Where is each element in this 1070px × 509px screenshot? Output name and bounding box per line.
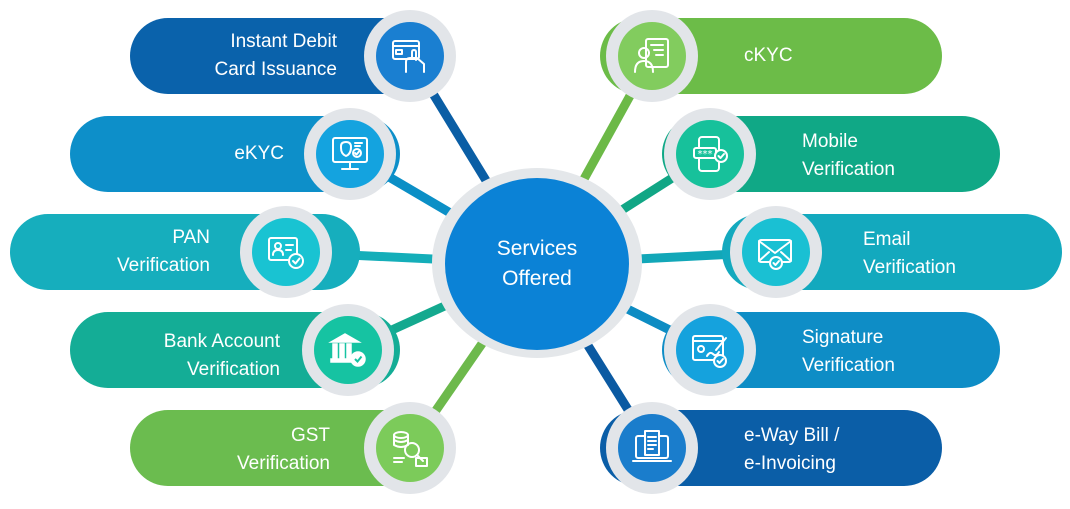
label-email-verification: Email Verification — [863, 229, 956, 278]
disc-signature-verification — [676, 316, 744, 384]
gst-document-icon — [393, 431, 428, 467]
disc-eway-bill — [618, 414, 686, 482]
label-mobile-verification: Mobile Verification — [802, 131, 895, 180]
ckyc-person-icon — [634, 38, 669, 73]
label-ekyc: eKYC — [234, 143, 284, 164]
debit-card-icon — [392, 40, 425, 73]
label-signature-verification: Signature Verification — [802, 327, 895, 376]
bank-icon — [328, 333, 366, 367]
label-instant-debit-card: Instant Debit Card Issuance — [214, 31, 337, 80]
disc-ekyc — [316, 120, 384, 188]
disc-email-verification — [742, 218, 810, 286]
disc-bank-account-verification — [314, 316, 382, 384]
mobile-verification-icon: *** — [693, 136, 728, 172]
disc-gst-verification — [376, 414, 444, 482]
label-bank-account-verification: Bank Account Verification — [163, 331, 280, 380]
pan-card-icon — [268, 237, 304, 269]
hub-label: Services Offered — [496, 237, 578, 290]
label-pan-verification: PAN Verification — [117, 227, 210, 276]
disc-instant-debit-card — [376, 22, 444, 90]
disc-ckyc — [618, 22, 686, 90]
invoice-laptop-icon — [632, 430, 672, 462]
signature-icon — [692, 335, 727, 368]
label-eway-bill: e-Way Bill / e-Invoicing — [744, 425, 840, 474]
services-hub: Services Offered — [445, 178, 629, 350]
disc-pan-verification — [252, 218, 320, 286]
label-gst-verification: GST Verification — [237, 425, 330, 474]
email-icon — [758, 239, 792, 270]
label-ckyc: cKYC — [744, 45, 793, 66]
svg-text:***: *** — [698, 149, 713, 160]
disc-mobile-verification: *** — [676, 120, 744, 188]
ekyc-monitor-icon — [332, 137, 368, 170]
